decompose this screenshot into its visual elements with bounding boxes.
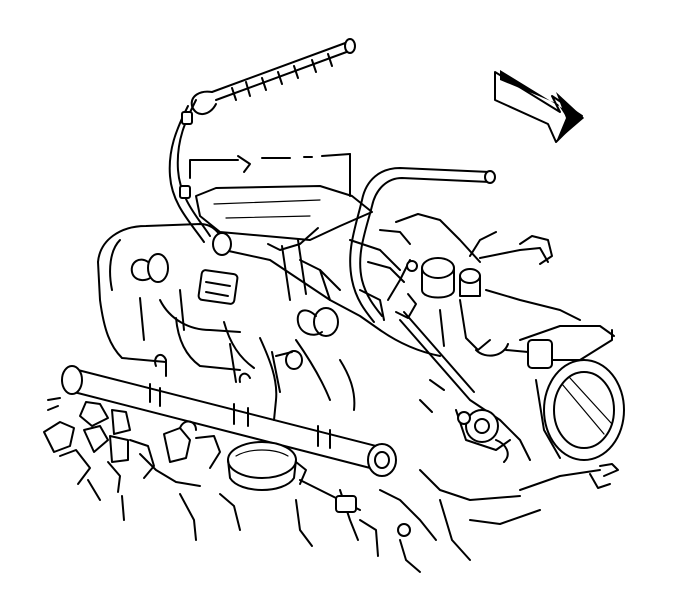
direction-arrow-icon [494, 70, 584, 143]
engine-block-lower [179, 469, 601, 573]
fuel-injectors [43, 397, 221, 521]
fuel-rail [61, 353, 397, 477]
right-runners [299, 229, 411, 321]
callout-bracket [189, 153, 351, 197]
mounting-bracket [195, 185, 373, 301]
throttle-linkage [399, 311, 531, 463]
center-fitting [275, 307, 339, 370]
sensor-connector [197, 232, 239, 305]
vacuum-hose-center [349, 167, 496, 323]
oil-fill-cap [227, 441, 307, 491]
upper-fitting-cluster [387, 213, 581, 357]
throttle-body [505, 325, 625, 489]
vacuum-hose-upper [168, 38, 356, 243]
